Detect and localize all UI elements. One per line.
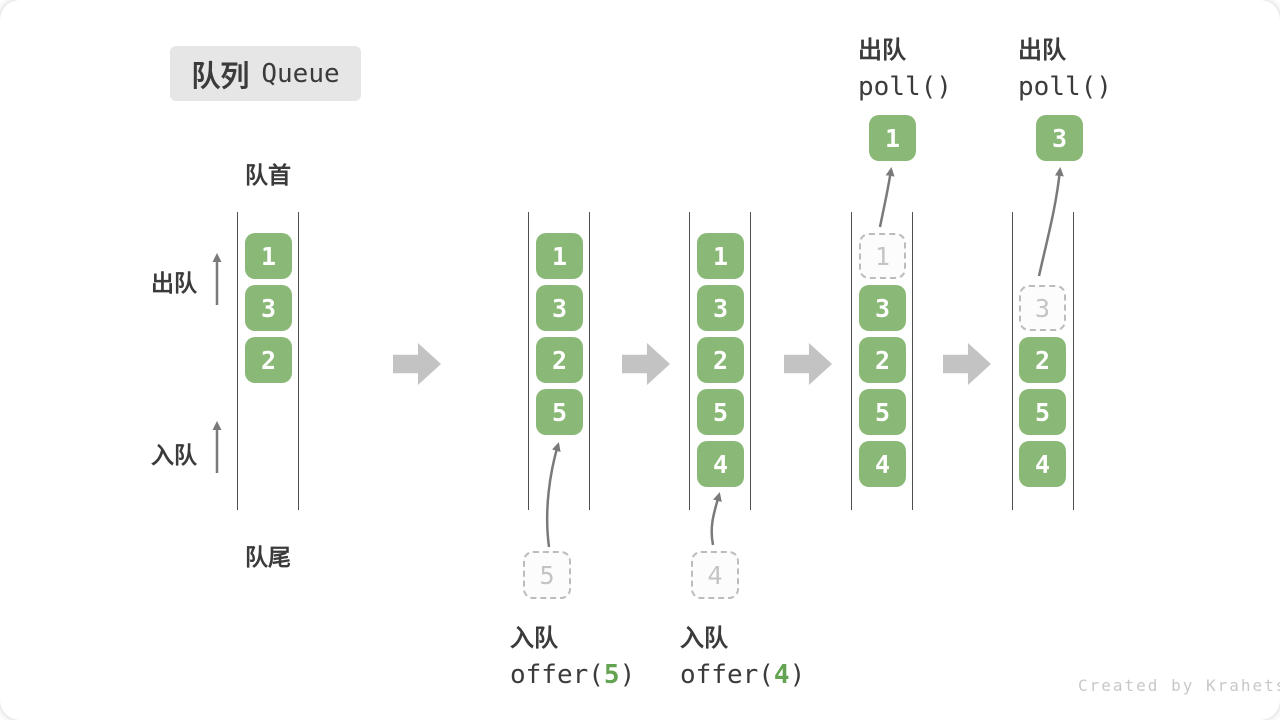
- offer-code-arg: 5: [603, 660, 620, 690]
- offer-code-prefix: offer(: [680, 660, 774, 690]
- dequeue-direction-label: 出队: [151, 270, 197, 296]
- queue-element: 5: [1019, 389, 1066, 435]
- queue-channel-3: [689, 212, 751, 510]
- queue-channel-2: [528, 212, 590, 510]
- flow-arrow-icon: [784, 343, 832, 385]
- queue-element: 2: [697, 337, 744, 383]
- popped-element: 1: [869, 115, 916, 161]
- offer-code-suffix: ): [789, 660, 806, 690]
- queue-element: 3: [245, 285, 292, 331]
- queue-element: 3: [859, 285, 906, 331]
- queue-element: 5: [536, 389, 583, 435]
- offer-operation-caption: 入队 offer(5): [510, 618, 635, 690]
- flow-arrow-icon: [622, 343, 670, 385]
- poll-code: poll(): [858, 72, 952, 102]
- incoming-element-ghost: 4: [691, 551, 739, 599]
- offer-label: 入队: [510, 625, 558, 652]
- queue-element: 1: [536, 233, 583, 279]
- offer-code: offer(4): [680, 660, 805, 690]
- queue-element: 3: [697, 285, 744, 331]
- watermark: Created by Krahets: [1078, 676, 1280, 695]
- queue-element: 4: [697, 441, 744, 487]
- queue-element: 2: [1019, 337, 1066, 383]
- queue-element: 5: [697, 389, 744, 435]
- queue-channel-5: [1012, 212, 1074, 510]
- poll-code: poll(): [1018, 72, 1112, 102]
- queue-element: 1: [245, 233, 292, 279]
- queue-element: 5: [859, 389, 906, 435]
- queue-rear-label: 队尾: [245, 544, 291, 570]
- flow-arrow-icon: [943, 343, 991, 385]
- offer-code-prefix: offer(: [510, 660, 604, 690]
- removed-element-ghost: 3: [1019, 285, 1066, 331]
- queue-element: 2: [245, 337, 292, 383]
- flow-arrow-icon: [393, 343, 441, 385]
- queue-element: 2: [859, 337, 906, 383]
- enqueue-direction-label: 入队: [151, 442, 197, 468]
- queue-channel-4: [851, 212, 913, 510]
- poll-label: 出队: [1018, 37, 1066, 64]
- title-zh: 队列: [191, 60, 250, 93]
- offer-code-arg: 4: [773, 660, 790, 690]
- queue-element: 2: [536, 337, 583, 383]
- queue-element: 4: [859, 441, 906, 487]
- offer-code-suffix: ): [619, 660, 636, 690]
- queue-element: 3: [536, 285, 583, 331]
- popped-element: 3: [1036, 115, 1083, 161]
- poll-operation-caption: 出队 poll(): [858, 30, 952, 102]
- offer-label: 入队: [680, 625, 728, 652]
- title-badge: 队列 Queue: [170, 46, 361, 101]
- title-en: Queue: [261, 58, 340, 89]
- offer-code: offer(5): [510, 660, 635, 690]
- poll-label: 出队: [858, 37, 906, 64]
- queue-channel-1: [237, 212, 299, 510]
- queue-front-label: 队首: [245, 162, 291, 188]
- offer-operation-caption: 入队 offer(4): [680, 618, 805, 690]
- incoming-element-ghost: 5: [523, 551, 571, 599]
- queue-element: 1: [697, 233, 744, 279]
- queue-element: 4: [1019, 441, 1066, 487]
- removed-element-ghost: 1: [859, 233, 906, 279]
- poll-operation-caption: 出队 poll(): [1018, 30, 1112, 102]
